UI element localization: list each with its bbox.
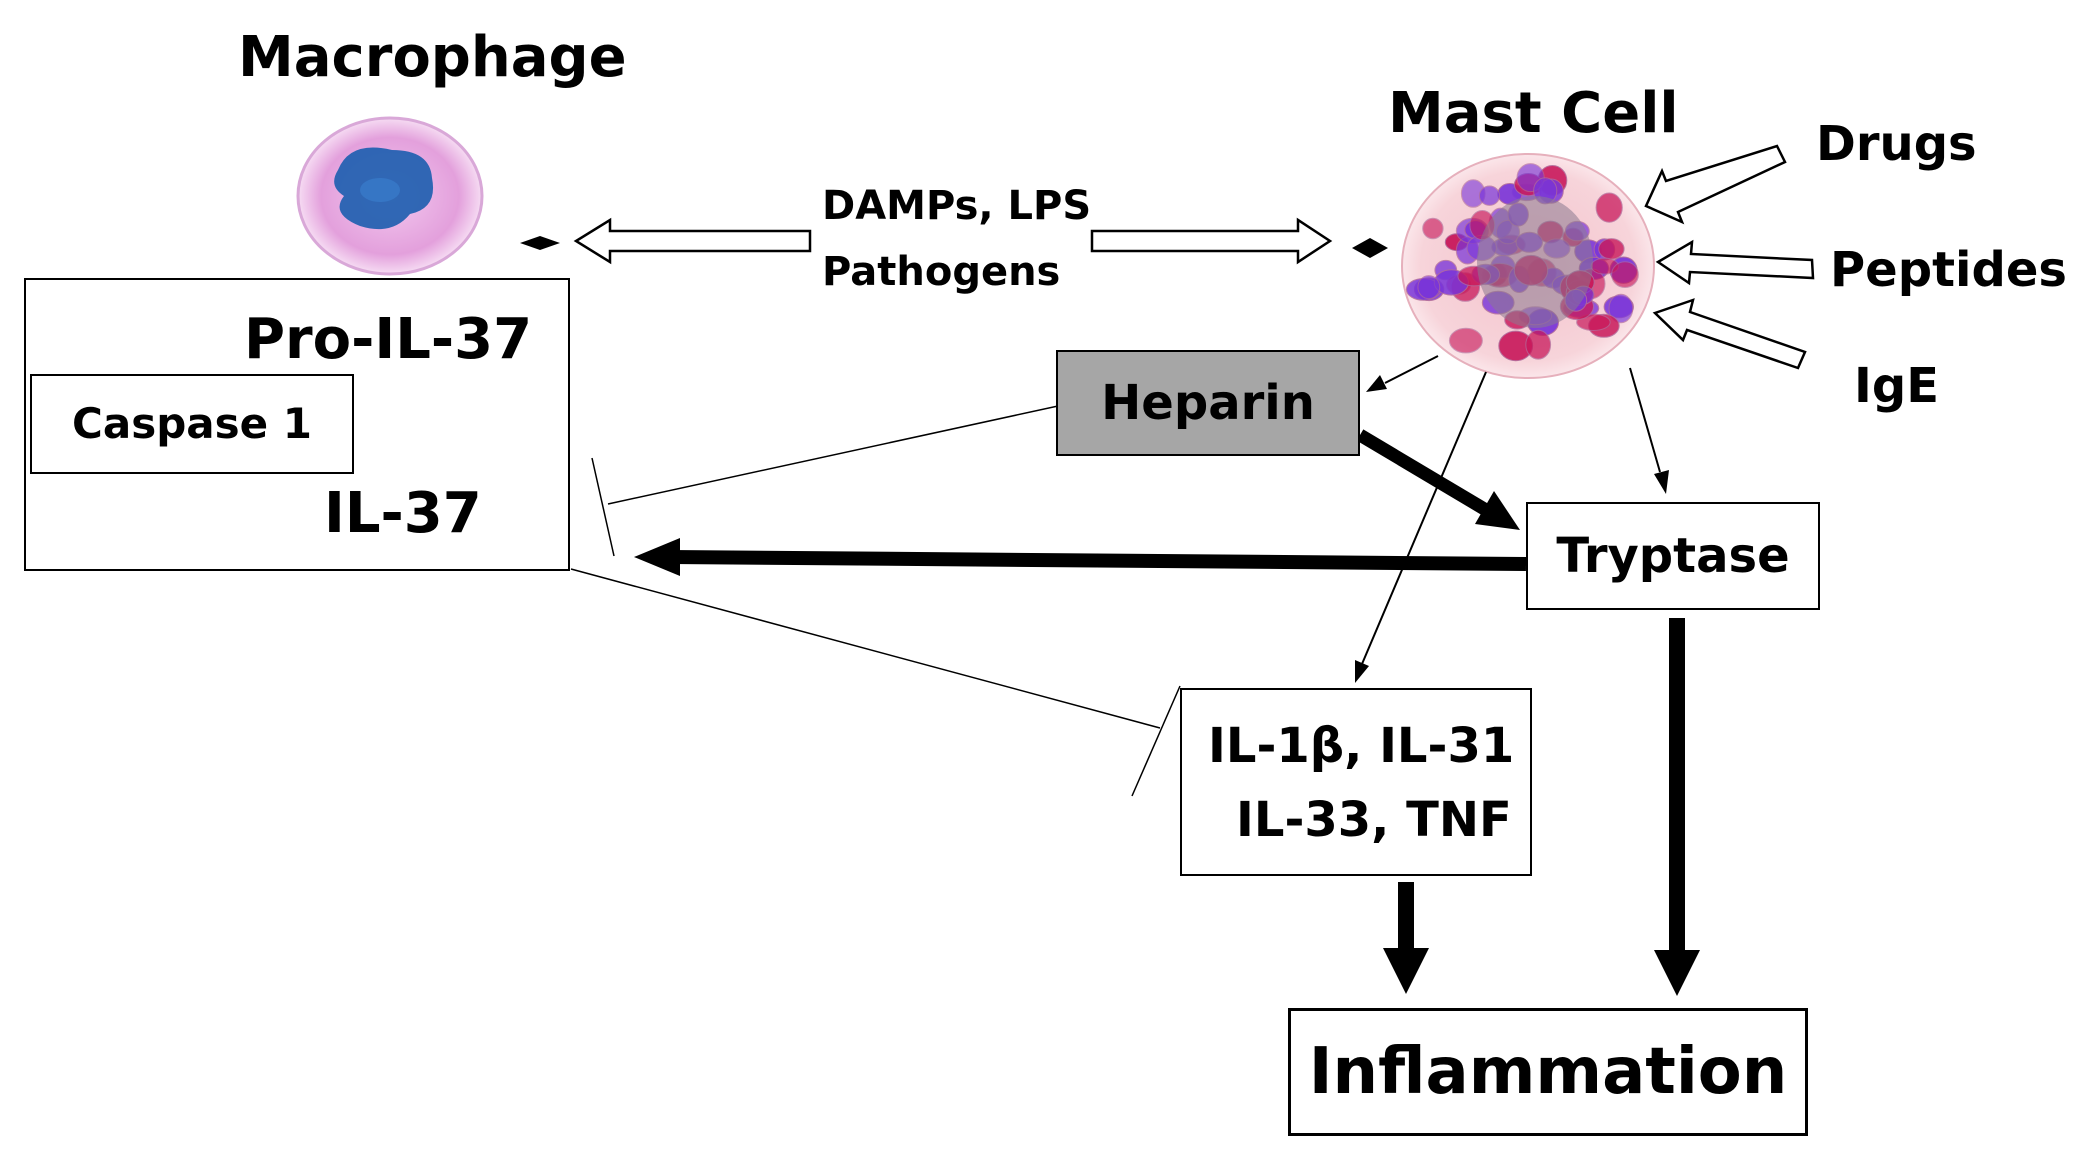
mast-to-tryptase-arrow xyxy=(1629,367,1669,494)
il37-label: IL-37 xyxy=(324,481,482,546)
inflammation-label: Inflammation xyxy=(1308,1035,1788,1109)
mast-to-heparin-arrow xyxy=(1366,355,1439,392)
mast-cell-granule xyxy=(1448,327,1483,354)
mast-cell-granule xyxy=(1422,217,1444,240)
inflammation-box: Inflammation xyxy=(1288,1008,1808,1136)
input-peptides: Peptides xyxy=(1830,242,2067,298)
stimulus-pathogens: Pathogens xyxy=(822,249,1061,295)
mast-to-cytokines-arrow xyxy=(1355,371,1487,683)
diamond-marker-left xyxy=(520,236,560,250)
mast-cell-granule xyxy=(1608,293,1634,324)
cytokines-line-2: IL-33, TNF xyxy=(1236,792,1512,848)
heparin-label: Heparin xyxy=(1101,375,1315,431)
cytokines-box xyxy=(1180,688,1532,876)
caspase-1-box: Caspase 1 xyxy=(30,374,354,474)
mast-cell-title: Mast Cell xyxy=(1388,81,1679,146)
input-ige: IgE xyxy=(1854,358,1940,414)
input-drugs: Drugs xyxy=(1816,116,1977,172)
cytokines-line-1: IL-1β, IL-31 xyxy=(1208,718,1515,774)
stimulus-arrow-to-macrophage xyxy=(573,217,812,265)
il37-inhibits-cytokines-line xyxy=(570,568,1181,797)
mast-cell-granule xyxy=(1525,329,1552,360)
stimulus-arrow-to-mast-cell xyxy=(1090,217,1333,265)
diamond-marker-right xyxy=(1352,238,1388,258)
drugs-input-arrow xyxy=(1644,144,1787,225)
mast-cell-granule xyxy=(1417,275,1441,300)
heparin-to-tryptase-arrow xyxy=(1356,429,1520,530)
macrophage-cell-image xyxy=(296,116,484,276)
stimulus-damps-lps: DAMPs, LPS xyxy=(822,183,1092,229)
ige-input-arrow xyxy=(1652,298,1807,370)
tryptase-to-inflammation-arrow xyxy=(1654,618,1700,996)
mast-cell-granule xyxy=(1611,261,1639,289)
heparin-inhibits-il37-line xyxy=(591,405,1059,557)
pro-il37-label: Pro-IL-37 xyxy=(244,307,533,372)
mast-cell-granule xyxy=(1598,238,1625,260)
tryptase-box: Tryptase xyxy=(1526,502,1820,610)
tryptase-to-il37-arrow xyxy=(634,538,1527,576)
peptides-input-arrow xyxy=(1655,239,1815,286)
tryptase-label: Tryptase xyxy=(1556,528,1790,584)
mast-cell-image xyxy=(1401,153,1655,379)
mast-cell-granule xyxy=(1595,192,1623,223)
caspase-1-label: Caspase 1 xyxy=(72,399,312,448)
mast-cell-granule xyxy=(1478,185,1501,206)
macrophage-title: Macrophage xyxy=(238,25,627,90)
cytokines-to-inflammation-arrow xyxy=(1383,882,1429,994)
heparin-box: Heparin xyxy=(1056,350,1360,456)
